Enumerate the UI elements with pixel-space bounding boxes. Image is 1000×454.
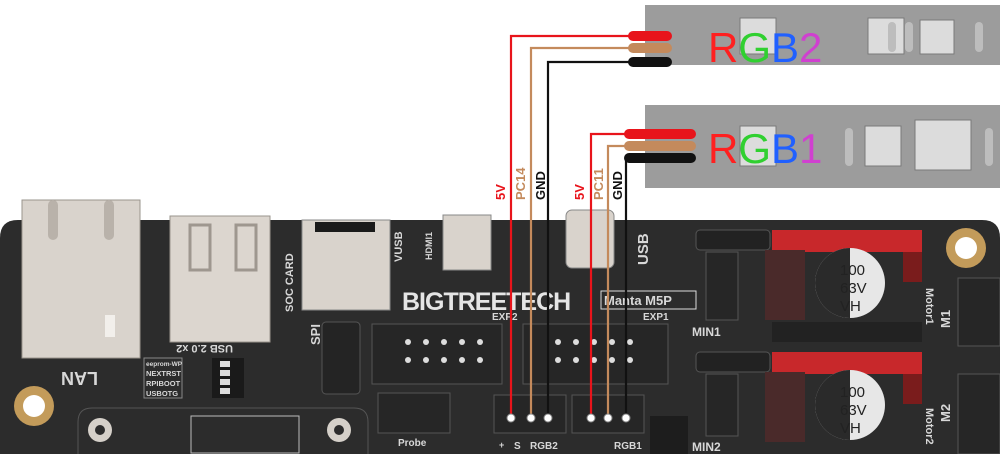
rgb1-pc11-label: PC11: [591, 168, 606, 200]
rgb1-gnd-label: GND: [610, 171, 625, 200]
wire-plugs: [624, 31, 696, 163]
rgb2-led-strip: RGB2: [645, 5, 1000, 71]
rgb2-5v-label: 5V: [493, 184, 508, 200]
motor2-label: Motor2: [923, 408, 935, 445]
spi-label: SPI: [308, 324, 323, 345]
strip-letter: B: [771, 125, 799, 172]
dip-label: NEXTRST: [146, 369, 181, 378]
motor1-label: Motor1: [923, 288, 935, 325]
strip-letter: R: [708, 125, 738, 172]
m1-label: M1: [938, 310, 953, 328]
strip-letter: 2: [799, 24, 822, 71]
m2-label: M2: [938, 404, 953, 422]
rgb2-5v-wire: [509, 34, 645, 418]
cap-voltage: 63V: [840, 402, 867, 419]
usb-label: USB: [635, 233, 652, 265]
rgb1-led-strip: RGB1: [645, 105, 1000, 188]
rgb2-gnd-label: GND: [533, 171, 548, 200]
strip-letter: 1: [799, 125, 822, 172]
exp1-label: EXP1: [643, 312, 669, 323]
soc-card-label: SOC CARD: [284, 253, 296, 312]
rgb2-pc14-wire: [529, 46, 645, 418]
lan-port: LAN: [21, 199, 141, 388]
model-label: Manta M5P: [604, 293, 672, 308]
rgb1-strip-label: RGB1: [708, 125, 822, 172]
spi-header: [321, 321, 361, 395]
dip-label: RPIBOOT: [146, 379, 181, 388]
usb2-label: USB 2.0 x2: [176, 342, 233, 354]
cap-type: VH: [840, 298, 861, 315]
dip-switch-block: eeprom-WP NEXTRST RPIBOOT USBOTG: [143, 357, 244, 399]
exp2-header: [371, 323, 503, 385]
rgb2-port-label: RGB2: [530, 441, 558, 452]
strip-letter: G: [738, 125, 771, 172]
cap-value: 100: [840, 384, 865, 401]
rgb2-pc14-label: PC14: [513, 167, 528, 200]
exp2-label: EXP2: [492, 312, 518, 323]
plus-label: +: [499, 440, 504, 450]
lan-label: LAN: [61, 368, 98, 388]
dip-label: eeprom-WP: [146, 361, 183, 368]
motor1-driver: 100 63V VH MIN1 Motor1 M1: [692, 229, 1000, 347]
probe-connector: [377, 392, 451, 434]
strip-letter: B: [771, 24, 799, 71]
exp1-header: [522, 323, 669, 385]
rgb2-gnd-wire: [546, 60, 645, 418]
soc-card-slot: SOC CARD VUSB HDMI1: [284, 219, 434, 312]
probe-label: Probe: [398, 438, 427, 449]
cap-value: 100: [840, 262, 865, 279]
cap-type: VH: [840, 420, 861, 437]
vusb-label: VUSB: [393, 231, 405, 262]
hdmi-port: [442, 214, 492, 271]
rgb1-5v-label: 5V: [572, 184, 587, 200]
s-label: S: [514, 441, 521, 452]
dip-label: USBOTG: [146, 389, 178, 398]
motor2-driver: 100 63V VH MIN2 Motor2 M2: [692, 351, 1000, 454]
rgb1-port-label: RGB1: [614, 441, 642, 452]
usb2-ports: USB 2.0 x2: [169, 215, 271, 354]
min2-label: MIN2: [692, 440, 721, 454]
min1-label: MIN1: [692, 325, 721, 339]
cap-voltage: 63V: [840, 280, 867, 297]
rgb2-strip-label: RGB2: [708, 24, 822, 71]
strip-letter: G: [738, 24, 771, 71]
hdmi-label: HDMI1: [424, 232, 434, 260]
strip-letter: R: [708, 24, 738, 71]
controller-board: LAN USB 2.0 x2 eeprom-WP NEXTRST RPIBOOT…: [0, 199, 1000, 454]
brand-logo: BIGTREETECH: [402, 288, 570, 316]
